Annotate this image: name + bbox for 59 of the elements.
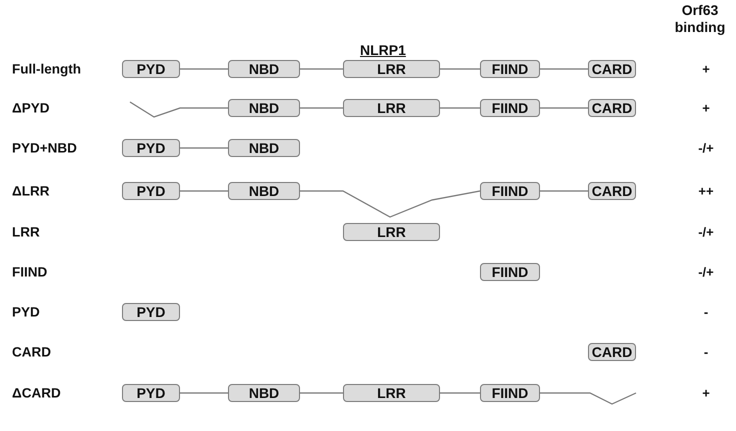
construct-label: CARD [12,344,51,360]
connector-line [300,107,343,109]
connector-line [180,68,228,70]
domain-box: LRR [343,60,440,78]
domain-box: CARD [588,343,636,361]
domain-box: FIIND [480,263,540,281]
connector-line [540,190,588,192]
domain-box: CARD [588,182,636,200]
domain-box: FIIND [480,182,540,200]
connector-line [440,392,480,394]
connector-line [130,102,228,118]
diagram-title: NLRP1 [360,42,406,58]
connector-line [540,107,588,109]
connector-line [440,107,480,109]
domain-box: PYD [122,384,180,402]
construct-label: PYD [12,304,40,320]
construct-label: ΔLRR [12,184,50,198]
connector-line [440,68,480,70]
construct-label: ΔPYD [12,100,50,116]
construct-label: FIIND [12,264,48,280]
domain-box: FIIND [480,99,540,117]
domain-box: FIIND [480,384,540,402]
binding-score: + [701,62,711,76]
construct-label: ΔCARD [12,386,61,400]
connector-line [180,147,228,149]
binding-score: -/+ [697,224,715,240]
domain-box: PYD [122,303,180,321]
binding-score: ++ [697,184,715,198]
domain-box: LRR [343,384,440,402]
domain-box: NBD [228,182,300,200]
construct-label: Full-length [12,62,81,76]
connector-line [300,190,480,218]
connector-line [300,392,343,394]
domain-box: LRR [343,99,440,117]
binding-score: + [701,386,711,400]
binding-score: + [701,100,711,116]
domain-box: FIIND [480,60,540,78]
connector-line [180,190,228,192]
connector-line [180,392,228,394]
connector-line [300,68,343,70]
connector-line [540,392,636,405]
binding-score: -/+ [697,140,715,156]
domain-box: NBD [228,384,300,402]
domain-box: NBD [228,99,300,117]
construct-label: PYD+NBD [12,140,77,156]
domain-box: CARD [588,60,636,78]
binding-score: - [702,344,710,360]
binding-score: -/+ [697,264,715,280]
domain-box: NBD [228,139,300,157]
domain-box: PYD [122,139,180,157]
domain-box: PYD [122,60,180,78]
domain-box: LRR [343,223,440,241]
column-header: Orf63 binding [674,2,726,36]
binding-score: - [702,304,710,320]
domain-box: CARD [588,99,636,117]
domain-box: PYD [122,182,180,200]
construct-label: LRR [12,224,40,240]
connector-line [540,68,588,70]
domain-box: NBD [228,60,300,78]
